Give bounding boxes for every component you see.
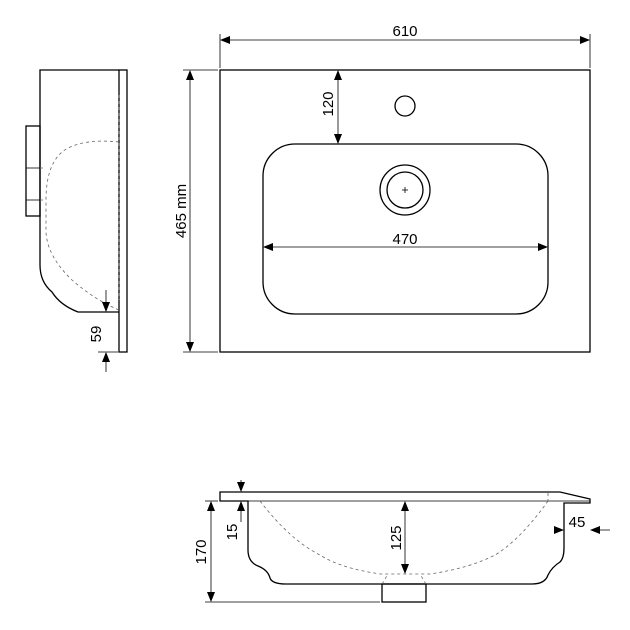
basin-outline — [219, 69, 591, 353]
front-drain — [381, 583, 427, 603]
depth-label: 465 mm — [173, 184, 190, 238]
width-dimension: 610 — [219, 23, 591, 68]
side-thickness-dimension: 59 — [88, 290, 118, 372]
side-bowl-hidden — [45, 140, 120, 311]
overhang-label: 45 — [569, 514, 586, 531]
rim-label: 15 — [224, 524, 241, 541]
depth-dimension: 465 mm — [173, 69, 218, 353]
bowl-depth-label: 125 — [388, 525, 405, 550]
drain-center-mark — [402, 187, 408, 193]
front-outline — [219, 491, 591, 585]
side-slab — [118, 69, 128, 353]
drain-outer — [379, 164, 431, 216]
front-bowl-hidden — [259, 500, 549, 575]
height-dimension: 170 — [193, 500, 380, 603]
side-view: 59 — [25, 69, 128, 372]
bowl-depth-dimension: 125 — [388, 501, 409, 574]
height-label: 170 — [193, 539, 210, 564]
top-view: 610 465 mm 120 470 — [173, 23, 591, 353]
drain-inner — [386, 171, 424, 209]
tap-offset-dimension: 120 — [320, 70, 342, 144]
side-thickness-label: 59 — [88, 326, 105, 343]
bowl-width-dimension: 470 — [263, 231, 548, 251]
tap-hole — [394, 95, 416, 117]
side-body-outline — [39, 69, 119, 313]
width-label: 610 — [392, 23, 417, 40]
tap-offset-label: 120 — [320, 91, 337, 116]
bowl-width-label: 470 — [392, 231, 417, 248]
bowl-outline — [262, 143, 549, 315]
side-overflow-block — [25, 125, 41, 217]
rim-dimension: 15 — [224, 480, 245, 541]
overhang-dimension: 45 — [554, 514, 610, 534]
front-view: 170 15 125 45 — [193, 480, 610, 603]
